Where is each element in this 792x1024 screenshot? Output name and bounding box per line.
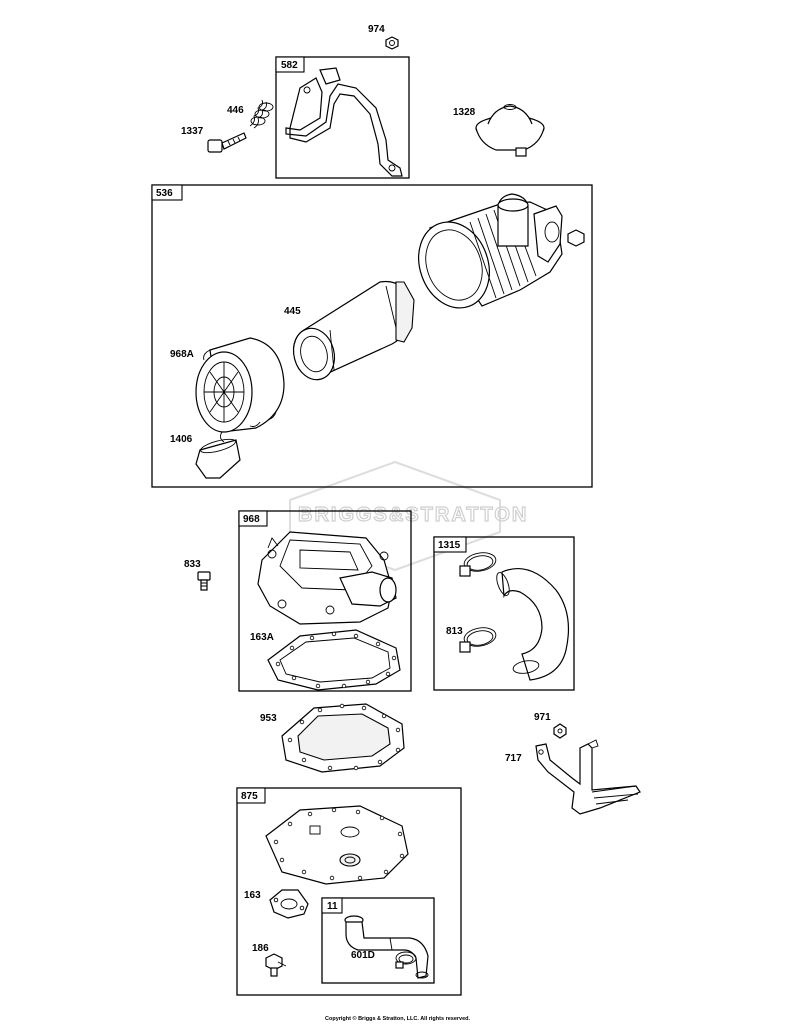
part-11-tube[interactable]	[344, 915, 429, 979]
part-968A[interactable]	[195, 337, 285, 443]
part-813[interactable]	[459, 625, 497, 653]
label-163: 163	[244, 890, 261, 901]
label-953: 953	[260, 713, 277, 724]
part-446[interactable]	[249, 99, 274, 129]
group-875: 875	[236, 787, 462, 996]
group-536: 536	[151, 184, 593, 488]
part-971[interactable]	[553, 723, 567, 739]
part-1337[interactable]	[207, 132, 247, 153]
clamp-top[interactable]	[459, 550, 497, 577]
part-1406[interactable]	[195, 437, 241, 479]
part-833[interactable]	[197, 571, 211, 591]
group-1315: 1315	[433, 536, 575, 691]
label-974: 974	[368, 24, 385, 35]
label-1406: 1406	[170, 434, 193, 445]
part-582[interactable]	[285, 67, 403, 177]
group-582: 582	[275, 56, 410, 179]
label-163A: 163A	[250, 632, 274, 643]
group-11-label: 11	[327, 901, 338, 912]
part-186[interactable]	[265, 953, 287, 977]
copyright-text: Copyright © Briggs & Stratton, LLC. All …	[325, 1015, 471, 1022]
part-hose[interactable]	[494, 568, 570, 681]
group-875-label: 875	[241, 791, 258, 802]
part-163A[interactable]	[267, 629, 401, 691]
part-974[interactable]	[385, 36, 399, 50]
group-968-label: 968	[243, 514, 260, 525]
part-953[interactable]	[281, 703, 405, 773]
air-cleaner-body[interactable]	[407, 193, 563, 318]
label-1328: 1328	[453, 107, 476, 118]
part-875-plate[interactable]	[265, 805, 409, 885]
part-601D[interactable]	[395, 951, 417, 969]
group-536-label: 536	[156, 188, 173, 199]
part-717[interactable]	[535, 739, 641, 815]
nut-small[interactable]	[567, 229, 585, 247]
label-1337: 1337	[181, 126, 204, 137]
part-445[interactable]	[288, 280, 415, 384]
group-582-label: 582	[281, 60, 298, 71]
part-163[interactable]	[269, 889, 309, 919]
label-186: 186	[252, 943, 269, 954]
label-601D: 601D	[351, 950, 375, 961]
label-971: 971	[534, 712, 551, 723]
group-1315-label: 1315	[438, 540, 461, 551]
label-833: 833	[184, 559, 201, 570]
label-446: 446	[227, 105, 244, 116]
label-968A: 968A	[170, 349, 194, 360]
group-968: 968	[238, 510, 412, 692]
part-1328[interactable]	[475, 104, 545, 157]
group-11: 11	[321, 897, 435, 984]
label-717: 717	[505, 753, 522, 764]
part-968-housing[interactable]	[257, 531, 397, 625]
watermark-text: BRIGGS&STRATTON	[298, 504, 528, 526]
label-813: 813	[446, 626, 463, 637]
label-445: 445	[284, 306, 301, 317]
